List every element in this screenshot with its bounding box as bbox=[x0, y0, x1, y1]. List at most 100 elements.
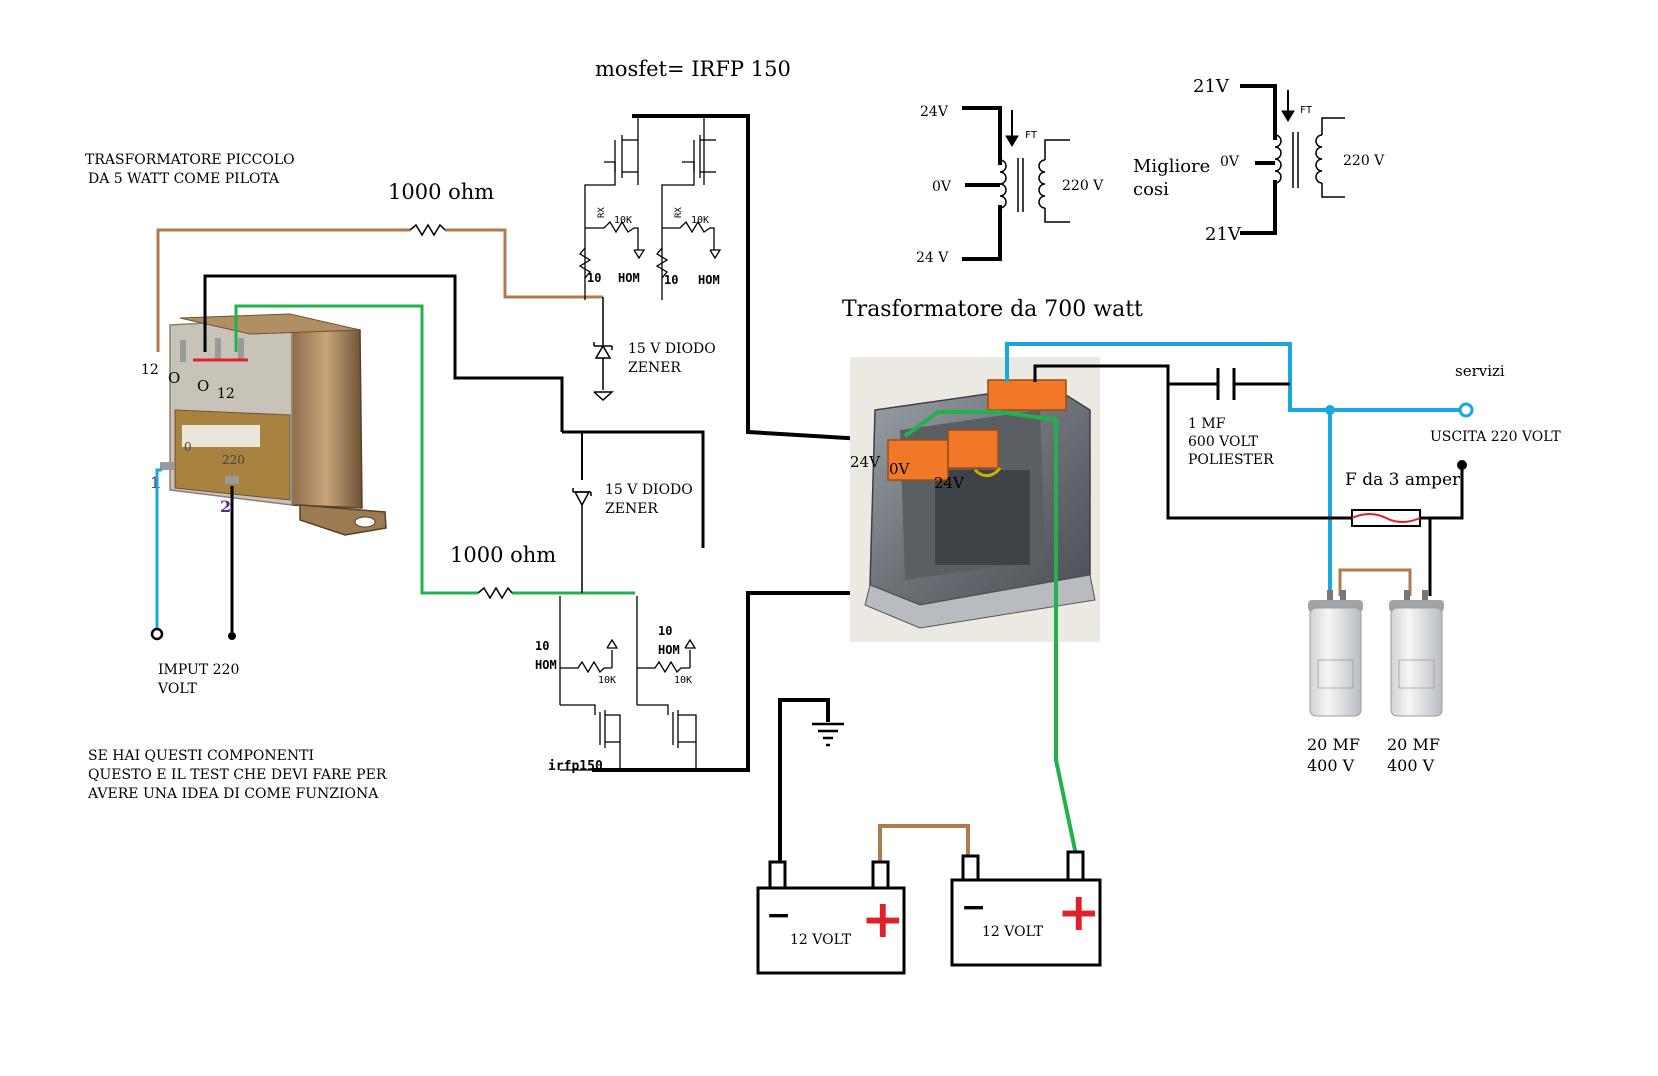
pilot-tap-12-left: 12 bbox=[141, 362, 159, 378]
pilot-transformer-photo bbox=[160, 313, 387, 536]
input-label: IMPUT 220 bbox=[158, 662, 239, 678]
mosfet-bottom-10k-1: 10K bbox=[598, 675, 616, 686]
output-services: servizi bbox=[1455, 362, 1505, 380]
gate-wire-bottom bbox=[234, 304, 478, 595]
note-line-3: AVERE UNA IDEA DI COME FUNZIONA bbox=[87, 786, 379, 802]
ct-b-mid: 0V bbox=[1220, 154, 1240, 170]
pilot-tap-0-b: O bbox=[197, 377, 209, 395]
capacitor-label: 1 MF bbox=[1188, 416, 1226, 432]
note-line-2: QUESTO E IL TEST CHE DEVI FARE PER bbox=[88, 767, 387, 783]
blue-junction bbox=[1325, 405, 1335, 415]
drain-wire-top bbox=[632, 114, 881, 442]
mosfet-bottom-10k-2: 10K bbox=[674, 675, 692, 686]
zener-top-label-2: ZENER bbox=[628, 360, 681, 376]
ct-transformer-a bbox=[962, 106, 1070, 261]
ct-a-mark: FT bbox=[1025, 130, 1037, 141]
zener-top-symbol bbox=[593, 297, 614, 402]
fuse-label: F da 3 amper bbox=[1345, 470, 1461, 490]
zener-top-label: 15 V DIODO bbox=[628, 341, 716, 357]
cap-link-wire bbox=[1338, 568, 1412, 596]
mosfet-top-rx-1: RX bbox=[597, 207, 607, 218]
mosfet-bottom-part: irfp150 bbox=[548, 759, 603, 774]
run-capacitor-2 bbox=[1389, 590, 1444, 717]
gate-wire-top bbox=[156, 228, 410, 352]
gate-wire-top-2 bbox=[445, 228, 603, 299]
main-t-mid: 0V bbox=[889, 460, 911, 478]
fuse-symbol bbox=[1351, 509, 1421, 527]
ground-wire bbox=[778, 698, 830, 862]
input-wire-1 bbox=[155, 468, 162, 630]
battery-1 bbox=[756, 860, 906, 975]
mosfet-top-pair bbox=[578, 118, 722, 300]
ground-icon bbox=[812, 722, 844, 747]
cap2-label: 20 MF bbox=[1387, 735, 1440, 754]
main-transformer-label: Trasformatore da 700 watt bbox=[842, 297, 1143, 322]
note-line-1: SE HAI QUESTI COMPONENTI bbox=[88, 748, 314, 764]
pilot-tap-220-body: 220 bbox=[222, 453, 245, 467]
main-t-right: 24V bbox=[934, 474, 965, 492]
input-label-2: VOLT bbox=[157, 681, 197, 697]
main-t-left: 24V bbox=[850, 453, 881, 471]
ct-b-top: 21V bbox=[1193, 76, 1230, 97]
pilot-transformer-label-2: DA 5 WATT COME PILOTA bbox=[88, 171, 280, 187]
pilot-tap-0-a: O bbox=[168, 369, 180, 387]
secondary-black-wire bbox=[1033, 364, 1352, 520]
battery-1-label: 12 VOLT bbox=[790, 932, 852, 948]
mosfet-top-10k-1: 10K bbox=[614, 215, 632, 226]
capacitor-1mf-symbol bbox=[1216, 368, 1236, 400]
battery-1-minus: − bbox=[766, 898, 791, 933]
output-terminal-black bbox=[1457, 460, 1467, 470]
output-terminal-blue bbox=[1458, 402, 1474, 418]
feedback-wire bbox=[562, 430, 705, 548]
mosfet-top-10k-2: 10K bbox=[691, 215, 709, 226]
pilot-tap-0-body: 0 bbox=[184, 440, 192, 454]
resistor-bottom-symbol bbox=[477, 586, 513, 600]
mosfet-bottom-10-2: 10 bbox=[658, 624, 672, 638]
zener-bottom-symbol bbox=[572, 488, 592, 593]
cap1-label: 20 MF bbox=[1307, 735, 1360, 754]
resistor-top-symbol bbox=[409, 223, 446, 237]
battery-2-minus: − bbox=[961, 890, 986, 925]
main-transformer-photo bbox=[850, 357, 1100, 642]
resistor-bottom-label: 1000 ohm bbox=[450, 543, 556, 567]
mosfet-bottom-ohm-2: HOM bbox=[658, 643, 680, 657]
battery-2-label: 12 VOLT bbox=[982, 924, 1044, 940]
run-capacitor-1 bbox=[1308, 590, 1363, 717]
mosfet-top-10-2: 10 bbox=[664, 273, 678, 287]
input-terminal-2 bbox=[228, 632, 236, 640]
ct-b-caption: Migliore bbox=[1133, 156, 1210, 177]
ct-a-mid: 0V bbox=[932, 179, 952, 195]
mosfet-top-ohm-1: HOM bbox=[618, 271, 640, 285]
ct-transformer-b bbox=[1240, 84, 1345, 235]
ct-a-out: 220 V bbox=[1062, 178, 1104, 194]
mosfet-top-ohm-2: HOM bbox=[698, 273, 720, 287]
mosfet-top-10-1: 10 bbox=[587, 271, 601, 285]
output-label: USCITA 220 VOLT bbox=[1430, 429, 1561, 445]
ct-a-bot: 24 V bbox=[916, 250, 949, 266]
pilot-transformer-label: TRASFORMATORE PICCOLO bbox=[85, 152, 295, 168]
page-title: mosfet= IRFP 150 bbox=[595, 57, 791, 81]
center-tap-wire bbox=[203, 274, 564, 432]
ct-b-bot: 21V bbox=[1205, 224, 1242, 245]
capacitor-label-2: 600 VOLT bbox=[1188, 434, 1259, 450]
battery-link-wire bbox=[878, 824, 970, 862]
cap2-label-2: 400 V bbox=[1387, 756, 1435, 775]
mosfet-top-rx-2: RX bbox=[674, 207, 684, 218]
ct-b-out: 220 V bbox=[1343, 153, 1385, 169]
resistor-top-label: 1000 ohm bbox=[388, 180, 494, 204]
zener-bottom-label-2: ZENER bbox=[605, 501, 658, 517]
battery-1-plus: + bbox=[861, 889, 905, 950]
input-terminal-1 bbox=[150, 627, 164, 641]
pilot-tap-12-right: 12 bbox=[217, 386, 235, 402]
zener-bottom-label: 15 V DIODO bbox=[605, 482, 693, 498]
secondary-blue-wire bbox=[1005, 342, 1332, 596]
cap1-label-2: 400 V bbox=[1307, 756, 1355, 775]
capacitor-label-3: POLIESTER bbox=[1188, 452, 1274, 468]
ct-a-top: 24V bbox=[920, 104, 949, 120]
battery-2-plus: + bbox=[1057, 882, 1101, 943]
ct-b-caption-2: cosi bbox=[1133, 179, 1169, 200]
battery-to-transformer-green bbox=[903, 410, 1077, 862]
mosfet-bottom-10-1: 10 bbox=[535, 639, 549, 653]
mosfet-bottom-pair bbox=[559, 596, 750, 771]
